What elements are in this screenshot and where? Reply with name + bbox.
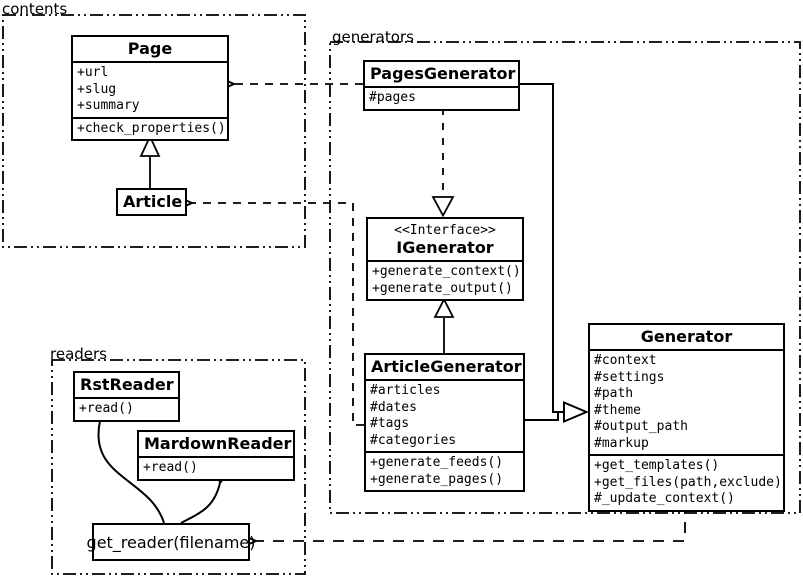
article-to-page-generalization [139,134,161,188]
attribute: #markup [594,435,649,451]
class-article-title: Article [123,192,183,211]
getreader-to-markdownreader-arrow [180,483,220,524]
articlegenerator-to-igenerator-generalization [433,297,455,353]
attribute: #categories [370,432,457,448]
attribute: #pages [369,90,416,105]
articlegenerator-to-article-dependency [192,203,364,426]
class-generator-title: Generator [640,327,733,346]
method: +check_properties() [77,120,226,136]
class-generator: Generator #context #settings #path #them… [588,323,785,512]
pagesgenerator-to-igenerator-realization [431,108,455,218]
attribute: #output_path [594,419,688,434]
class-page-methods: +check_properties() [73,116,227,140]
contents-package-border [2,14,306,248]
class-article: Article [116,188,187,216]
method: +read() [79,401,134,416]
class-page: Page +url +slug +summary +check_properti… [71,35,229,141]
attribute: #dates [370,399,417,415]
generators-to-generator-generalization [520,83,590,424]
get-reader-box: get_reader(filename) [87,523,255,561]
method: +generate_context() [372,264,521,279]
method: +get_files(path,exclude) [594,474,782,490]
generators-package-label: generators [332,28,414,46]
class-generator-methods: +get_templates() +get_files(path,exclude… [590,454,783,510]
readers-package-label: readers [50,345,107,363]
getreader-to-rstreader-arrow [98,421,165,524]
class-markdownreader: MardownReader +read() [137,430,295,481]
class-generator-attributes: #context #settings #path #theme #output_… [590,349,783,454]
attribute: #path [594,386,634,401]
attribute: #settings [594,369,665,385]
class-rstreader-methods: +read() [75,397,178,420]
class-pagesgenerator-title: PagesGenerator [370,64,516,83]
readers-package-border [51,359,306,575]
class-pagesgenerator-attributes: #pages [365,86,518,109]
class-page-title: Page [127,39,173,58]
class-rstreader-title: RstReader [80,375,174,394]
method: #_update_context() [594,491,735,506]
attribute: #articles [370,383,441,398]
attribute: +url [77,65,109,80]
class-pagesgenerator: PagesGenerator #pages [363,60,520,111]
method: +generate_output() [372,280,513,296]
method: +read() [143,460,198,475]
attribute: +summary [77,98,140,113]
contents-package-label: contents [2,0,68,18]
attribute: #tags [370,416,410,431]
class-markdownreader-title: MardownReader [144,434,292,453]
generators-package-border [329,41,801,514]
class-markdownreader-methods: +read() [139,456,293,479]
attribute: #theme [594,402,641,418]
attribute: +slug [77,81,117,97]
class-articlegenerator-methods: +generate_feeds() +generate_pages() [366,451,523,490]
method: +generate_feeds() [370,455,504,470]
class-articlegenerator-title: ArticleGenerator [371,357,522,376]
attribute: #context [594,353,657,368]
class-igenerator-title: IGenerator [396,238,494,257]
generator-to-getreader-dependency [256,502,686,541]
method: +get_templates() [594,458,720,473]
class-rstreader: RstReader +read() [73,371,180,422]
method: +generate_pages() [370,471,504,487]
class-page-attributes: +url +slug +summary [73,61,227,117]
class-articlegenerator: ArticleGenerator #articles #dates #tags … [364,353,525,492]
class-igenerator: <<Interface>> IGenerator +generate_conte… [366,217,524,301]
class-igenerator-stereotype: <<Interface>> [394,223,496,238]
class-articlegenerator-attributes: #articles #dates #tags #categories [366,379,523,451]
class-igenerator-methods: +generate_context() +generate_output() [368,260,522,299]
